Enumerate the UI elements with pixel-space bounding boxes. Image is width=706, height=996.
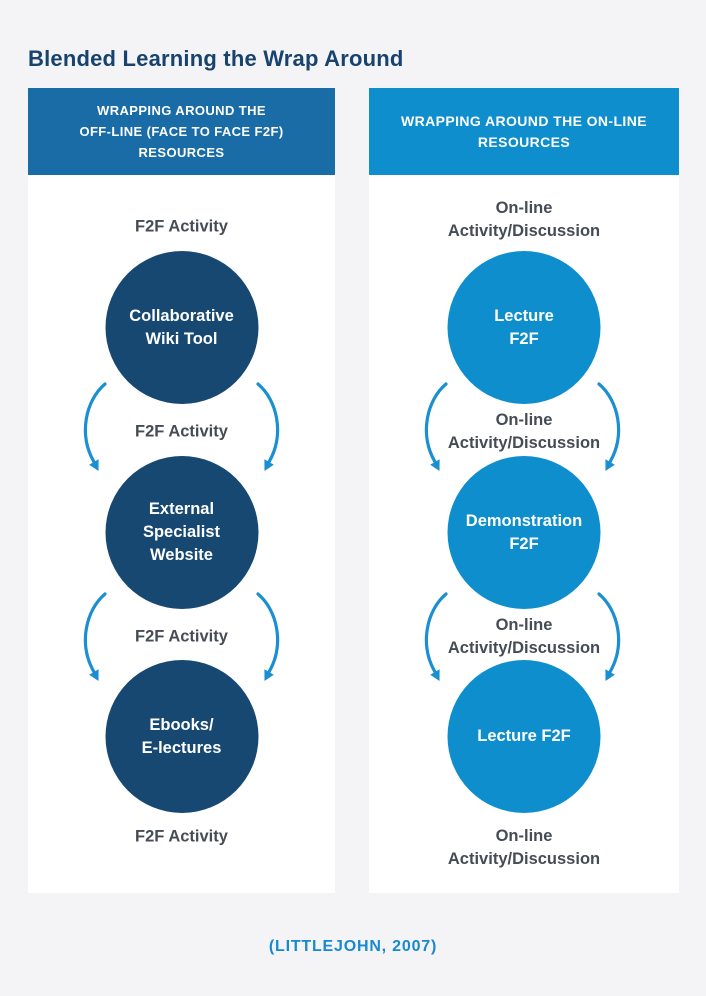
- curved-arrow-down-right-icon: [597, 382, 621, 471]
- curved-arrow-down-left-icon: [83, 382, 107, 471]
- flow-label-f2f-activity: F2F Activity: [135, 827, 228, 846]
- online-column-header: WRAPPING AROUND THE ON-LINE RESOURCES: [369, 88, 679, 175]
- flow-label-f2f-activity: F2F Activity: [135, 627, 228, 646]
- curved-arrow-down-left-icon: [83, 592, 107, 681]
- online-column-panel: WRAPPING AROUND THE ON-LINE RESOURCES On…: [369, 88, 679, 893]
- resource-circle-external-specialist: External Specialist Website: [105, 456, 258, 609]
- offline-column-panel: WRAPPING AROUND THE OFF-LINE (FACE TO FA…: [28, 88, 335, 893]
- resource-circle-demonstration-f2f: Demonstration F2F: [447, 456, 601, 609]
- flow-label-f2f-activity: F2F Activity: [135, 422, 228, 441]
- resource-circle-collaborative-wiki: Collaborative Wiki Tool: [105, 251, 258, 404]
- resource-circle-lecture-f2f: Lecture F2F: [447, 660, 601, 813]
- flow-label-f2f-activity: F2F Activity: [135, 217, 228, 236]
- resource-circle-ebooks: Ebooks/ E-lectures: [105, 660, 258, 813]
- flow-label-online-activity: On-line Activity/Discussion: [447, 616, 601, 657]
- offline-column-header: WRAPPING AROUND THE OFF-LINE (FACE TO FA…: [28, 88, 335, 175]
- resource-circle-lecture-f2f: Lecture F2F: [447, 251, 601, 404]
- flow-label-online-activity: On-line Activity/Discussion: [447, 411, 601, 452]
- curved-arrow-down-right-icon: [256, 592, 280, 681]
- curved-arrow-down-right-icon: [597, 592, 621, 681]
- curved-arrow-down-left-icon: [424, 592, 448, 681]
- curved-arrow-down-left-icon: [424, 382, 448, 471]
- citation-text: (LITTLEJOHN, 2007): [268, 938, 438, 955]
- flow-label-online-activity: On-line Activity/Discussion: [447, 199, 601, 240]
- page-title: Blended Learning the Wrap Around: [28, 45, 404, 71]
- flow-label-online-activity: On-line Activity/Discussion: [447, 827, 601, 868]
- curved-arrow-down-right-icon: [256, 382, 280, 471]
